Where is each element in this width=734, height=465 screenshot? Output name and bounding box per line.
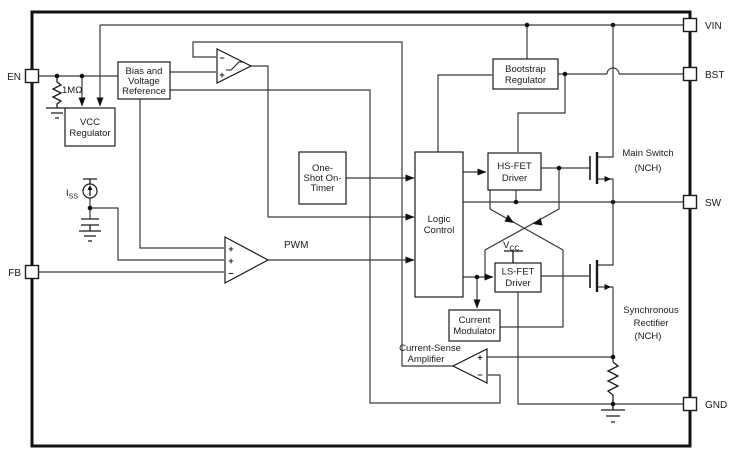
pin-label-sw: SW [705,198,722,209]
pin-label-gnd: GND [705,400,727,411]
wire-cross-ls-to-modulator [489,190,564,328]
pin-vin [682,17,698,33]
main-fet-source-arrow [604,176,611,182]
cs-amp-label: Current-Sense [399,343,461,354]
block-label: Control [424,225,455,236]
sync-rectifier-label: Synchronous [623,305,679,316]
minus-sign: − [477,370,482,380]
cs-amp-label: Amplifier [408,354,445,365]
pin-label-en: EN [7,72,21,83]
block-label: Bootstrap [505,64,546,75]
block-label: Reference [122,86,166,97]
wire-bootstrap-to-bst [558,67,684,75]
one-shot-on-timer-block [298,151,347,205]
wire-iss-to-pwm [90,207,224,261]
ground-icon [46,107,68,119]
block-label: Regulator [505,75,546,86]
wire-bias-to-pwm [139,99,224,249]
block-label: Regulator [69,128,110,139]
cross-arrow-icon [504,214,514,223]
sync-rectifier-label: Rectifier [634,318,669,329]
vcc-label: VCC [503,240,519,253]
wire-csamp-to-comparator [192,41,453,367]
wire-bias-to-csamp-neg [170,89,501,404]
logic-control-block [414,151,464,298]
ground-icon [601,404,625,423]
block-label: Bias and [126,66,163,77]
vcc-regulator-block [64,107,116,147]
block-label: One- [312,163,333,174]
wire-comparator-to-logic [251,65,415,221]
block-label: Driver [505,278,530,289]
main-switch-label: Main Switch [622,148,673,159]
hysteresis-icon [226,61,244,71]
hysteresis-comparator [216,48,253,84]
cross-arrow-icon [533,218,543,226]
wire-logic-to-bootstrap [437,74,492,152]
bootstrap-regulator-block [492,58,559,90]
current-modulator-block [448,309,501,342]
junction-dots [54,22,616,407]
wire-lsdriver-return-gnd [517,292,684,405]
block-label: HS-FET [497,161,532,172]
iss-sub: SS [69,194,79,201]
pwm-comparator [224,235,270,285]
pwm-label: PWM [284,240,308,251]
main-fet-drain [598,25,614,158]
mosfets: Main Switch (NCH) Synchronous Rectifier … [589,25,679,342]
amplifiers: − + + + − PWM + − Current-Sense Amplifie… [216,48,488,384]
minus-sign: − [228,269,233,279]
pin-sw [682,194,698,210]
pin-fb [24,264,40,280]
block-label: VCC [80,117,100,128]
main-switch-label: (NCH) [635,163,662,174]
block-label: Shot On- [303,173,341,184]
block-label: Timer [311,183,335,194]
resistor-value-label: 1MΩ [62,85,82,96]
wire-cross-hs-to-ls [484,168,560,277]
block-label: Driver [502,173,527,184]
sense-resistor [606,361,620,404]
blocks: Bias and Voltage Reference VCC Regulator… [64,58,559,342]
vcc-sub: CC [509,246,519,253]
pin-label-bst: BST [705,70,724,81]
plus-sign: + [228,256,233,266]
vcc-base: V [503,240,510,251]
block-label: Logic [428,214,451,225]
iss-supply-bar [83,178,97,184]
vcc-supply-stub [504,250,523,263]
pin-bst [682,66,698,82]
sync-rectifier-label: (NCH) [635,331,662,342]
block-label: Modulator [453,326,495,337]
hs-fet-driver-block [487,152,542,191]
block-label: Voltage [128,76,160,87]
en-pulldown-resistor [51,76,63,108]
iss-label: ISS [66,188,78,201]
iss-base: I [66,188,69,199]
plus-sign: + [477,353,482,363]
main-fet-source [598,178,614,202]
block-label: LS-FET [502,267,535,278]
block-label: Current [459,315,491,326]
wire-bst-to-hsdriver [517,74,566,152]
sync-fet-drain [598,202,614,266]
pin-en [24,68,40,84]
plus-sign: + [228,244,233,254]
current-sense-amplifier [451,348,488,384]
sync-fet-source-arrow [604,284,611,290]
plus-sign: + [219,70,224,80]
minus-sign: − [219,53,224,63]
chip-outline [30,10,692,448]
softstart-cap-ground-icon [79,218,101,242]
wires [38,24,684,423]
pin-gnd [682,396,698,412]
pin-label-fb: FB [8,268,21,279]
pins: EN FB VIN BST SW GND [7,17,727,412]
bias-voltage-reference-block [117,61,171,100]
current-source-arrow-tip [87,185,93,190]
pin-label-vin: VIN [705,21,722,32]
ls-fet-driver-block [494,262,542,293]
